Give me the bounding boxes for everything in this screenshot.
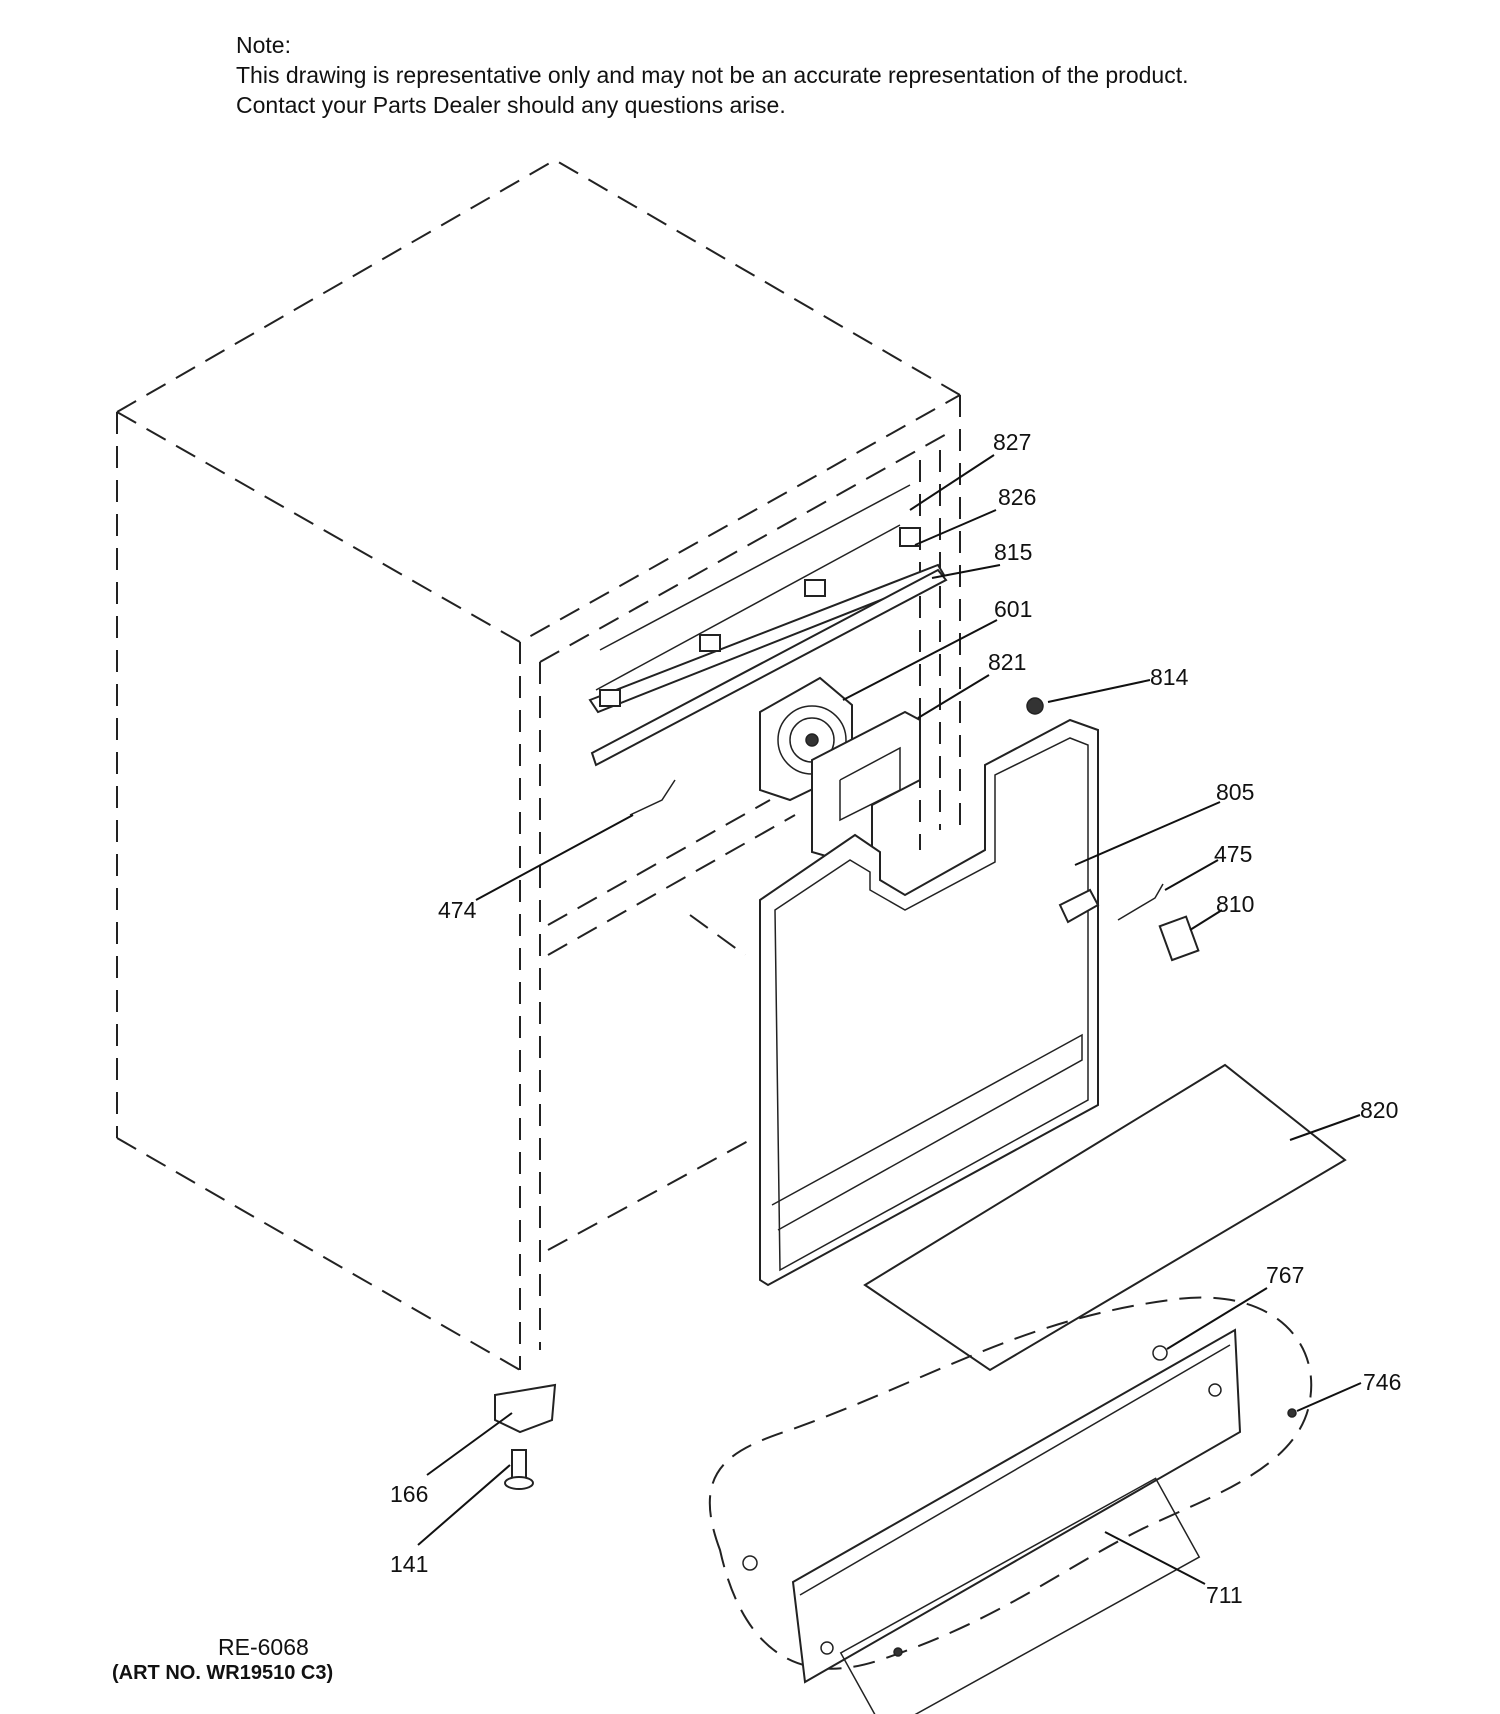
top-rail-part — [588, 484, 948, 767]
callout-827: 827 — [993, 429, 1031, 455]
callout-821: 821 — [988, 649, 1026, 675]
disclaimer-note: Note: This drawing is representative onl… — [236, 30, 1189, 120]
callout-474: 474 — [438, 897, 477, 923]
part-callouts: 827 826 815 601 821 814 805 475 810 474 … — [390, 429, 1401, 1608]
callout-746: 746 — [1363, 1369, 1401, 1395]
callout-810: 810 — [1216, 891, 1254, 917]
callout-141: 141 — [390, 1551, 428, 1577]
note-heading: Note: — [236, 32, 291, 58]
grille-part — [708, 1296, 1313, 1714]
leader-lines — [417, 454, 1362, 1585]
callout-815: 815 — [994, 539, 1032, 565]
callout-475: 475 — [1214, 841, 1252, 867]
reference-code: RE-6068 — [218, 1634, 309, 1660]
liner-part — [759, 718, 1100, 1287]
note-line-2: Contact your Parts Dealer should any que… — [236, 92, 786, 118]
callout-711: 711 — [1206, 1582, 1243, 1608]
callout-814: 814 — [1150, 664, 1189, 690]
shelf-part — [863, 1063, 1347, 1372]
callout-805: 805 — [1216, 779, 1254, 805]
callout-826: 826 — [998, 484, 1036, 510]
callout-166: 166 — [390, 1481, 428, 1507]
callout-767: 767 — [1266, 1262, 1304, 1288]
callout-601: 601 — [994, 596, 1032, 622]
art-number: (ART NO. WR19510 C3) — [112, 1662, 334, 1684]
small-hardware — [494, 697, 1297, 1657]
duct-part — [811, 710, 921, 862]
note-line-1: This drawing is representative only and … — [236, 62, 1189, 88]
cabinet-outline — [116, 158, 961, 1371]
callout-820: 820 — [1360, 1097, 1398, 1123]
